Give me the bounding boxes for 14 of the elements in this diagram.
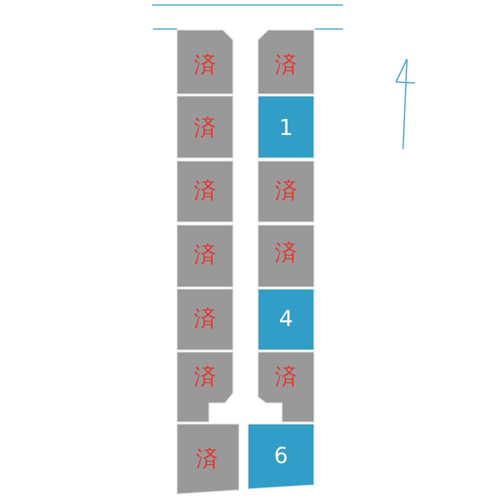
lot-parcel: 済 [258, 30, 314, 94]
lot-parcel: 済 [177, 96, 233, 158]
lot-parcel: 済 [177, 352, 233, 422]
lot-parcel: 1 [258, 96, 314, 158]
lot-parcel: 済 [177, 161, 233, 222]
lot-parcel: 済 [258, 161, 314, 222]
lot-parcel: 済 [177, 424, 239, 494]
lot-parcel: 4 [258, 289, 314, 350]
lot-parcel: 済 [258, 352, 314, 422]
lot-parcel: 済 [258, 225, 314, 287]
lot-parcel: 済 [177, 289, 233, 350]
lot-parcel: 6 [248, 424, 314, 489]
lot-parcel: 済 [177, 225, 233, 287]
lot-parcel: 済 [177, 30, 233, 94]
